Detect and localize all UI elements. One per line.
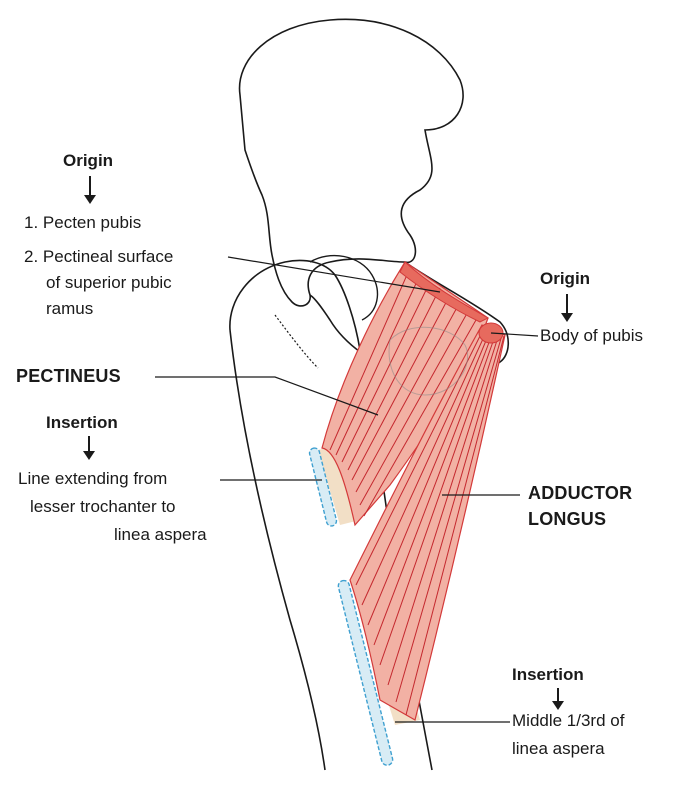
pectineus-label: PECTINEUS: [16, 365, 121, 387]
arrow-down-icon: [566, 294, 568, 314]
femur-shaft-left: [230, 330, 325, 770]
insertion-heading-adductor: Insertion: [512, 664, 584, 686]
pectineus-origin-2a: 2. Pectineal surface: [24, 246, 173, 268]
pectineus-insertion-1: Line extending from: [18, 468, 167, 490]
insertion-heading-pectineus: Insertion: [46, 412, 118, 434]
arrow-down-icon: [557, 688, 559, 702]
pectineus-origin-2b: of superior pubic: [46, 272, 172, 294]
adductor-origin-label: Body of pubis: [540, 325, 643, 347]
arrow-down-icon: [89, 176, 91, 196]
pectineus-insertion-3: linea aspera: [114, 524, 207, 546]
origin-heading-adductor: Origin: [540, 268, 590, 290]
origin-heading-pectineus: Origin: [63, 150, 113, 172]
hip-bone-outline: [240, 19, 464, 306]
intertrochanteric-line: [275, 315, 318, 368]
adductor-insertion-2: linea aspera: [512, 738, 605, 760]
arrow-down-icon: [88, 436, 90, 452]
adductor-longus-label-1: ADDUCTOR: [528, 482, 632, 504]
adductor-insertion-1: Middle 1/3rd of: [512, 710, 624, 732]
pectineus-origin-2c: ramus: [46, 298, 93, 320]
adductor-longus-label-2: LONGUS: [528, 508, 606, 530]
pectineus-origin-1: 1. Pecten pubis: [24, 212, 141, 234]
pectineus-insertion-2: lesser trochanter to: [30, 496, 176, 518]
